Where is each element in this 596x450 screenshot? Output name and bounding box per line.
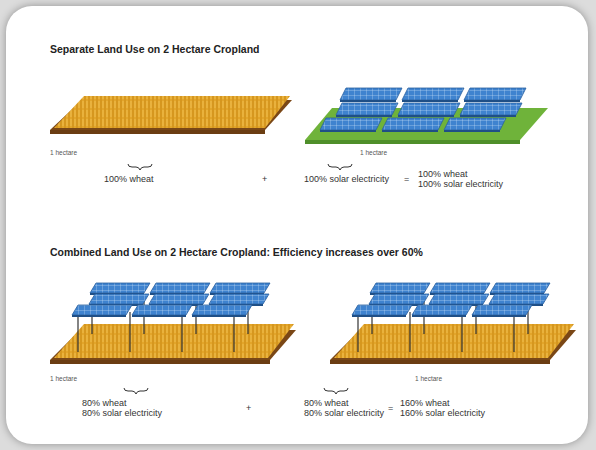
solar-panel (460, 103, 522, 115)
solar-panel (472, 305, 532, 315)
panel-edge (192, 315, 246, 317)
panel-edge (340, 100, 396, 102)
mounting-pole (461, 312, 462, 352)
panel-edge (320, 130, 376, 132)
panel-edge (472, 315, 526, 317)
area-label: 1 hectare (360, 148, 387, 158)
value-label: 80% solar electricity (82, 408, 162, 418)
section-heading: Separate Land Use on 2 Hectare Cropland (50, 44, 259, 54)
panel-edge (444, 130, 500, 132)
soil-edge (330, 360, 550, 364)
solar-panel (89, 294, 149, 304)
panel-edge (132, 315, 186, 317)
panel-edge (460, 115, 516, 117)
solar-panel (150, 283, 210, 293)
value-label: = (404, 174, 409, 184)
solar-panel (430, 283, 490, 293)
solar-panel (340, 88, 402, 100)
solar-panel (490, 283, 550, 293)
mounting-pole (357, 312, 358, 352)
solar-panel (444, 118, 506, 130)
panel-edge (402, 100, 458, 102)
value-label: + (262, 174, 267, 184)
area-label: 1 hectare (50, 374, 77, 384)
solar-panel (352, 305, 412, 315)
solar-panel (320, 118, 382, 130)
mounting-pole (233, 312, 234, 352)
mounting-pole (409, 312, 410, 352)
ground-edge (305, 140, 520, 144)
panel-edge (72, 315, 126, 317)
soil-edge (50, 360, 270, 364)
solar-panel (382, 118, 444, 130)
mounting-pole (129, 312, 130, 352)
panel-edge (464, 100, 520, 102)
value-label: 160% solar electricity (400, 408, 485, 418)
solar-panel (209, 294, 269, 304)
value-label: 160% wheat (400, 398, 450, 408)
solar-panel (370, 283, 430, 293)
value-label: 80% solar electricity (304, 408, 384, 418)
value-label: 100% solar electricity (418, 179, 503, 189)
area-label: 1 hectare (415, 374, 442, 384)
area-label: 1 hectare (50, 148, 77, 158)
wheat-field (54, 324, 294, 358)
solar-panel (402, 88, 464, 100)
solar-panel (464, 88, 526, 100)
solar-panel (210, 283, 270, 293)
card-panel (6, 6, 588, 444)
wheat-field (54, 96, 290, 128)
section-heading: Combined Land Use on 2 Hectare Cropland:… (50, 247, 423, 257)
solar-panel (192, 305, 252, 315)
solar-panel (149, 294, 209, 304)
value-label: = (388, 403, 393, 413)
solar-panel (369, 294, 429, 304)
solar-panel (398, 103, 460, 115)
panel-edge (412, 315, 466, 317)
solar-panel (336, 103, 398, 115)
mounting-pole (77, 312, 78, 352)
wheat-field (334, 324, 574, 358)
solar-panel (90, 283, 150, 293)
mounting-pole (513, 312, 514, 352)
solar-panel (72, 305, 132, 315)
solar-panel (429, 294, 489, 304)
value-label: 100% wheat (418, 169, 468, 179)
panel-edge (382, 130, 438, 132)
panel-edge (352, 315, 406, 317)
value-label: 100% wheat (104, 174, 154, 184)
soil-edge (50, 130, 265, 134)
mounting-pole (181, 312, 182, 352)
value-label: 80% wheat (82, 398, 127, 408)
solar-panel (132, 305, 192, 315)
value-label: 100% solar electricity (304, 174, 389, 184)
value-label: + (246, 403, 251, 413)
solar-panel (489, 294, 549, 304)
panel-edge (398, 115, 454, 117)
brace (124, 164, 352, 394)
solar-panel (412, 305, 472, 315)
panel-edge (336, 115, 392, 117)
value-label: 80% wheat (304, 398, 349, 408)
